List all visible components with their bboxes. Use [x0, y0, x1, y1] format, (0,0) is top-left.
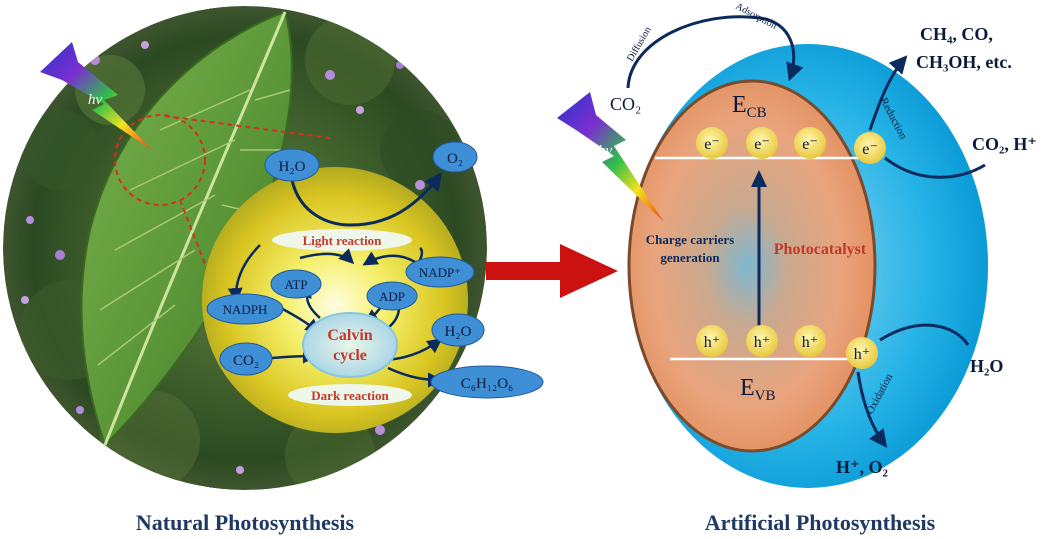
hole-3: h⁺ [802, 334, 818, 351]
molecule-labels: H₂O O₂ ATP ADP NADP⁺ NADPH H₂O CO₂ C₆H₁₂… [206, 141, 544, 399]
photocatalyst-label: Photocatalyst [774, 241, 867, 258]
h2o-top-label: H₂O [279, 159, 306, 175]
products-line2: CH₃OH, etc. [916, 52, 1012, 72]
dark-reaction-label: Dark reaction [311, 388, 389, 403]
nadph-label: NADPH [223, 302, 268, 317]
diffusion-arrow-icon [626, 15, 804, 89]
charge-carriers-line1: Charge carriers [646, 232, 734, 247]
calvin-cycle [302, 312, 398, 378]
electron-1: e⁻ [704, 136, 720, 153]
nadp-label: NADP⁺ [419, 265, 461, 280]
lightning-hv-icon: hν [40, 42, 152, 150]
natural-photosynthesis-panel: hν Light reaction Dark reaction [3, 6, 544, 535]
light-reaction-band [272, 229, 412, 251]
oxidation-product-arrow-icon [856, 371, 888, 448]
reduction-product-arrow-icon [868, 55, 908, 131]
transition-arrow-icon [486, 244, 618, 298]
hole-1: h⁺ [704, 334, 720, 351]
electron-2: e⁻ [754, 136, 770, 153]
hole-surface: h⁺ [854, 346, 870, 363]
atp-label: ATP [284, 277, 307, 292]
co2-h-label: CO₂, H⁺ [972, 134, 1037, 154]
electron-3: e⁻ [802, 136, 818, 153]
dark-reaction-band [288, 384, 412, 406]
h2o-artificial-label: H₂O [970, 356, 1003, 376]
co2-input-label: CO₂ [610, 94, 641, 114]
hv-label-artificial: hν [598, 143, 613, 159]
hv-label: hν [88, 92, 103, 108]
products-line1: CH₄, CO, [920, 24, 993, 44]
reduction-reactant-line [884, 156, 986, 179]
light-reaction-label: Light reaction [303, 233, 383, 248]
calvin-label-line1: Calvin [327, 327, 372, 344]
lightning-hv-icon-artificial: hν [557, 92, 664, 222]
charge-carriers-line2: generation [660, 250, 720, 265]
electron-row: e⁻ e⁻ e⁻ e⁻ [696, 127, 886, 164]
calvin-label-line2: cycle [333, 347, 367, 364]
evb-label: EVB [740, 375, 776, 404]
artificial-caption: Artificial Photosynthesis [705, 510, 936, 535]
oxidation-reactant-line [879, 323, 970, 346]
hole-2: h⁺ [754, 334, 770, 351]
glucose-label: C₆H₁₂O₆ [461, 376, 514, 392]
hole-row: h⁺ h⁺ h⁺ h⁺ [696, 325, 878, 369]
artificial-photosynthesis-panel: ECB EVB e⁻ e⁻ e⁻ e⁻ h⁺ h⁺ h⁺ h⁺ Charge c… [557, 1, 1037, 535]
h2o-right-label: H₂O [445, 324, 472, 340]
adp-label: ADP [379, 289, 405, 304]
co2-left-label: CO₂ [233, 353, 259, 369]
h-o2-label: H⁺, O₂ [836, 457, 888, 477]
o2-label: O₂ [447, 151, 463, 167]
electron-surface: e⁻ [862, 141, 878, 158]
ecb-label: ECB [732, 92, 767, 121]
natural-caption: Natural Photosynthesis [136, 510, 355, 535]
